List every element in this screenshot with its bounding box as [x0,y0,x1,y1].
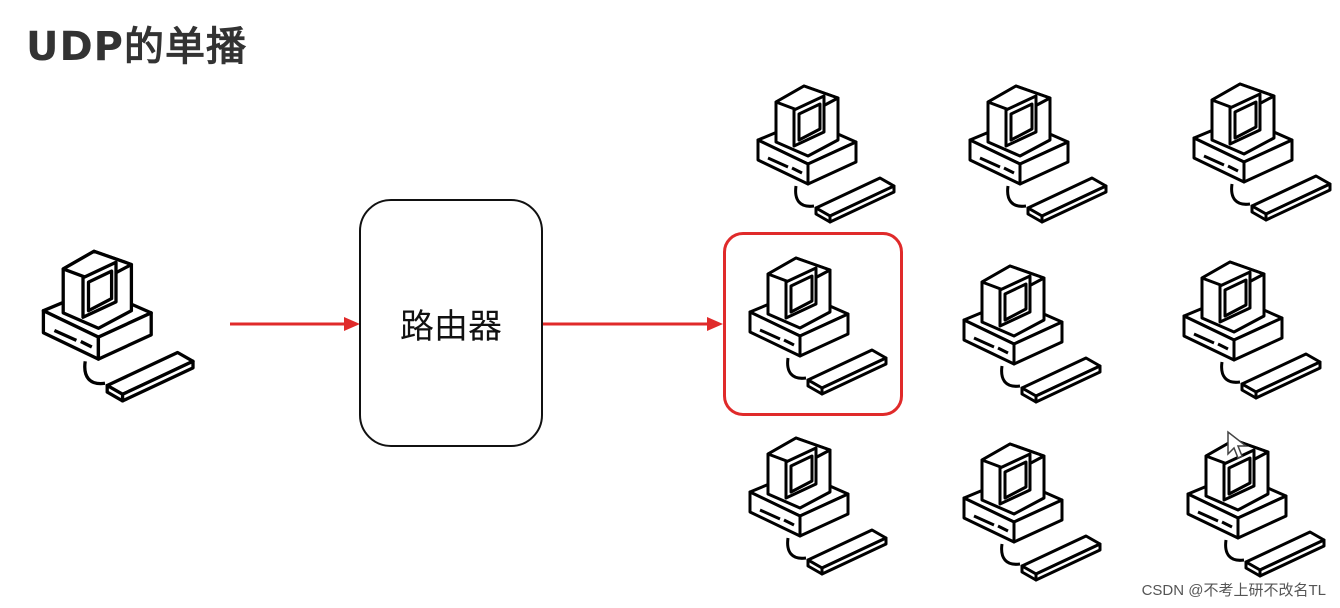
computer-icon [950,436,1110,586]
router-label: 路由器 [400,306,502,347]
computer-icon [28,240,204,410]
watermark: CSDN @不考上研不改名TL [1141,582,1326,599]
mouse-cursor-icon [1227,430,1248,460]
computer-icon [950,258,1110,408]
computer-icon [1174,432,1334,582]
computer-icon [1180,76,1340,226]
computer-icon [1170,254,1330,404]
computer-icon [736,250,896,400]
computer-icon [736,430,896,580]
computer-icon [744,78,904,228]
computer-icon [956,78,1116,228]
arrow-to-router [230,317,360,331]
target-highlight [723,232,903,416]
page-title: UDP的单播 [26,24,247,70]
router-box: 路由器 [359,199,543,447]
arrow-to-target [543,317,723,331]
